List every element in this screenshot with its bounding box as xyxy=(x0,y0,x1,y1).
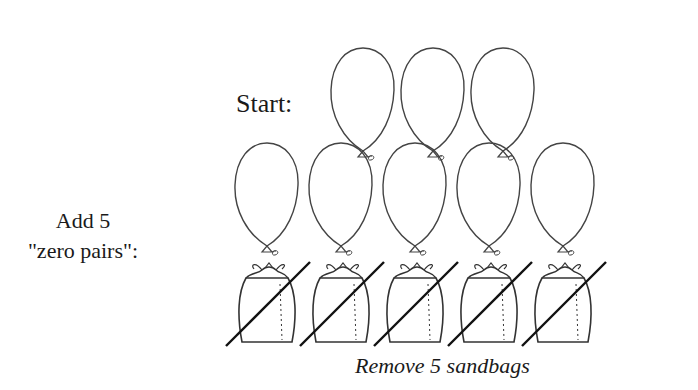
balloon xyxy=(531,143,594,255)
sandbag xyxy=(535,263,591,342)
balloon xyxy=(457,143,520,255)
row-label: Start: xyxy=(236,86,292,121)
note-text: Remove 5 sandbags xyxy=(355,351,530,381)
sandbag xyxy=(387,263,443,342)
balloon xyxy=(383,143,446,255)
balloon xyxy=(471,48,534,160)
row-label: Add 5 "zero pairs": xyxy=(18,206,148,266)
balloon xyxy=(309,143,372,255)
sandbag xyxy=(239,263,295,342)
sandbag xyxy=(313,263,369,342)
sandbag xyxy=(461,263,517,342)
balloon xyxy=(235,143,298,255)
cross-out xyxy=(226,262,606,346)
